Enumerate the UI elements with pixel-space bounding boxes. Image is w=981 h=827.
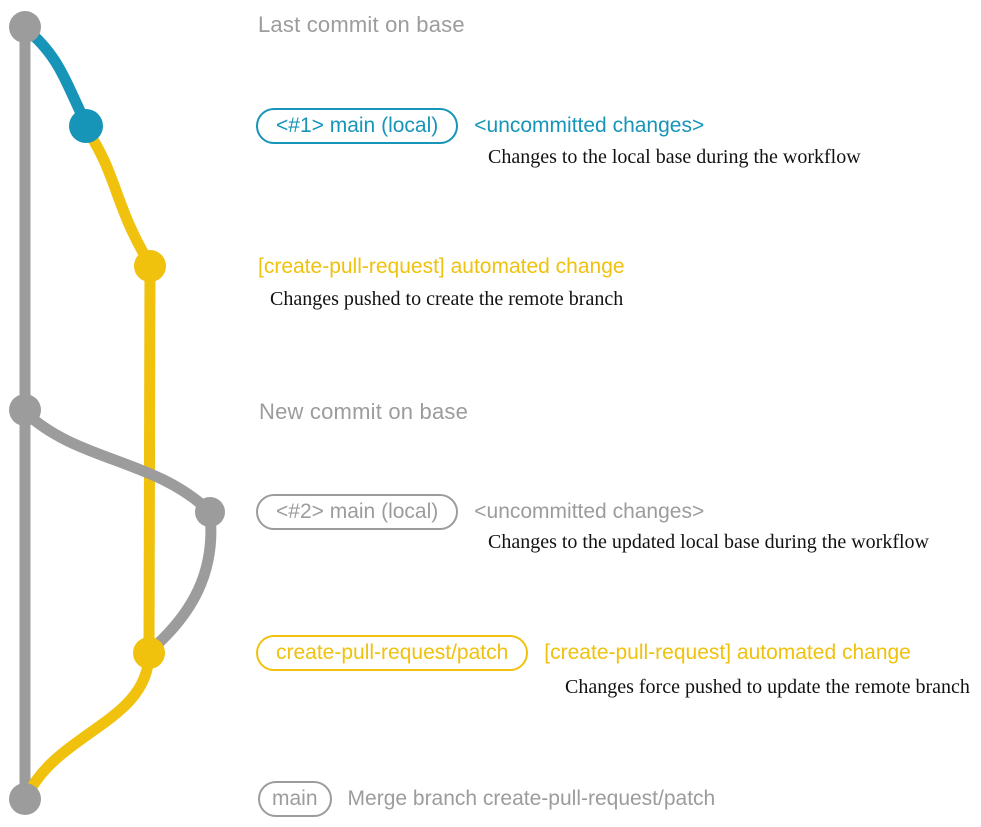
patch-branch-line [143,258,156,659]
merge-row: main Merge branch create-pull-request/pa… [258,781,715,817]
last-commit-title: Last commit on base [258,12,465,37]
commit-node-automated-2 [133,637,165,669]
commit-node-last-base [9,11,41,43]
commit-node-merge [9,783,41,815]
uncommitted-2-message: <uncommitted changes> [474,500,705,523]
automated-1-message: [create-pull-request] automated change [258,255,625,278]
commit-node-new-base [9,394,41,426]
commit-node-uncommitted-2 [195,497,225,527]
automated-2-message: [create-pull-request] automated change [544,641,911,664]
merge-message: Merge branch create-pull-request/patch [347,787,716,810]
patch-branch-curve-top [82,126,156,270]
branch-label-main-local-1: <#1> main (local) [256,108,459,144]
commit-node-automated-1 [134,250,166,282]
automated-2-row: create-pull-request/patch [create-pull-r… [256,635,911,671]
commit-node-uncommitted-1 [69,109,103,143]
uncommitted-2-branch-line [19,406,214,516]
automated-1-description: Changes pushed to create the remote bran… [270,288,624,310]
automated-2-description: Changes force pushed to update the remot… [565,676,970,698]
uncommitted-1-description: Changes to the local base during the wor… [488,146,861,168]
rebase-merge-curve [145,508,217,656]
uncommitted-2-row: <#2> main (local) <uncommitted changes> [256,494,704,530]
branch-label-main-local-2: <#2> main (local) [256,494,459,530]
patch-merge-curve [21,649,155,802]
new-commit-title: New commit on base [259,399,469,424]
uncommitted-1-branch-line [19,22,92,130]
uncommitted-1-message: <uncommitted changes> [474,114,705,137]
branch-label-main: main [258,781,332,817]
uncommitted-2-description: Changes to the updated local base during… [488,531,929,553]
branch-label-patch: create-pull-request/patch [256,635,529,671]
uncommitted-1-row: <#1> main (local) <uncommitted changes> [256,108,704,144]
